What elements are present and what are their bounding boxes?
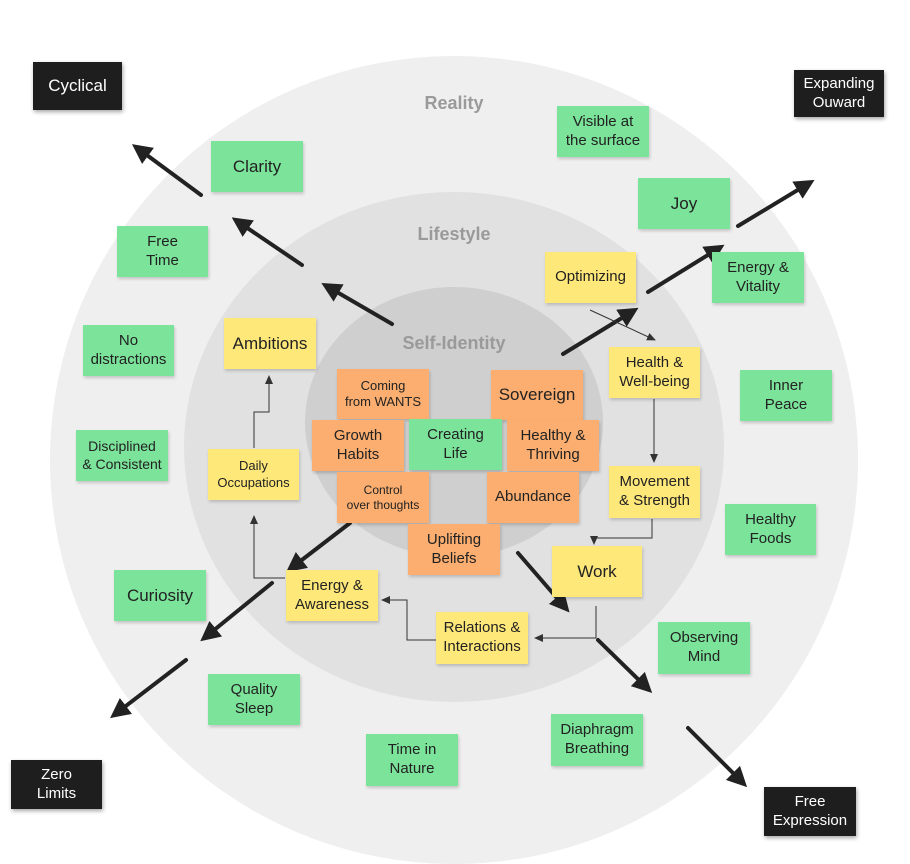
sovereign-note: Sovereign [491, 370, 583, 420]
time-in-nature-note: Time in Nature [366, 734, 458, 786]
zero-limits-note: Zero Limits [11, 760, 102, 809]
self-identity-label: Self-Identity [402, 333, 506, 353]
lifestyle-label: Lifestyle [417, 224, 491, 244]
abundance-note: Abundance [487, 472, 579, 523]
clarity-note: Clarity [211, 141, 303, 192]
relations-interactions-note: Relations & Interactions [436, 612, 528, 664]
control-over-thoughts-note: Control over thoughts [337, 472, 429, 523]
visible-surface-note: Visible at the surface [557, 106, 649, 157]
energy-awareness-note: Energy & Awareness [286, 570, 378, 621]
energy-vitality-note: Energy & Vitality [712, 252, 804, 303]
inner-peace-note: Inner Peace [740, 370, 832, 421]
joy-note: Joy [638, 178, 730, 229]
diaphragm-breathing-note: Diaphragm Breathing [551, 714, 643, 766]
coming-from-wants-note: Coming from WANTS [337, 369, 429, 419]
free-time-note: Free Time [117, 226, 208, 277]
expanding-outward-note: Expanding Ouward [794, 70, 884, 117]
uplifting-beliefs-note: Uplifting Beliefs [408, 524, 500, 575]
curiosity-note: Curiosity [114, 570, 206, 621]
reality-label: Reality [424, 93, 484, 113]
optimizing-note: Optimizing [545, 252, 636, 303]
healthy-foods-note: Healthy Foods [725, 504, 816, 555]
observing-mind-note: Observing Mind [658, 622, 750, 674]
disciplined-consistent-note: Disciplined & Consistent [76, 430, 168, 481]
health-wellbeing-note: Health & Well-being [609, 347, 700, 398]
healthy-thriving-note: Healthy & Thriving [507, 420, 599, 471]
quality-sleep-note: Quality Sleep [208, 674, 300, 725]
ambitions-note: Ambitions [224, 318, 316, 369]
growth-habits-note: Growth Habits [312, 420, 404, 471]
no-distractions-note: No distractions [83, 325, 174, 376]
creating-life-note: Creating Life [409, 419, 502, 470]
movement-strength-note: Movement & Strength [609, 466, 700, 518]
daily-occupations-note: Daily Occupations [208, 449, 299, 500]
work-note: Work [552, 546, 642, 597]
cyclical-note: Cyclical [33, 62, 122, 110]
free-expression-note: Free Expression [764, 787, 856, 836]
